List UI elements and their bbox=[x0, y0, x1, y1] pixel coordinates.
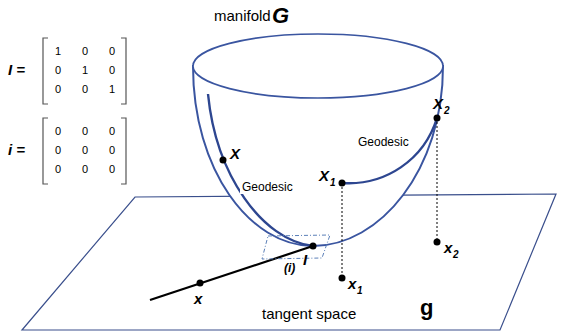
matrix-cell: 1 bbox=[55, 45, 61, 57]
point-subscript: 1 bbox=[330, 177, 336, 188]
matrix-name: I = bbox=[8, 62, 25, 79]
plane-symbol: g bbox=[420, 296, 433, 320]
point-dot bbox=[339, 180, 346, 187]
bowl-rim bbox=[193, 34, 443, 98]
matrix-bracket bbox=[43, 118, 126, 184]
matrix-cell: 1 bbox=[82, 64, 88, 76]
manifold-symbol: G bbox=[272, 4, 289, 28]
point-dot bbox=[220, 157, 227, 164]
point-label: I bbox=[303, 252, 307, 269]
matrix-cell: 0 bbox=[109, 125, 115, 137]
point-dots bbox=[197, 115, 441, 287]
point-subscript: 2 bbox=[453, 249, 459, 260]
geodesic-curve bbox=[342, 118, 437, 183]
tangent-line bbox=[150, 246, 313, 300]
matrix-cell: 0 bbox=[82, 125, 88, 137]
matrix-cell: 0 bbox=[55, 144, 61, 156]
point-dot bbox=[339, 275, 346, 282]
matrix-cell: 0 bbox=[55, 125, 61, 137]
point-label: x bbox=[444, 240, 452, 257]
patch-label: (i) bbox=[284, 262, 295, 275]
matrix-cell: 0 bbox=[109, 144, 115, 156]
projection-line bbox=[342, 183, 343, 278]
plane-label: tangent space bbox=[262, 306, 356, 323]
matrix-cell: 0 bbox=[82, 144, 88, 156]
point-dot bbox=[434, 115, 441, 122]
matrix-name: i = bbox=[8, 142, 25, 159]
manifold-title: manifold bbox=[214, 8, 271, 25]
matrix-cell: 0 bbox=[82, 163, 88, 175]
geodesic-label: Geodesic bbox=[240, 181, 295, 194]
point-label: x bbox=[194, 291, 202, 308]
matrix-cell: 0 bbox=[55, 163, 61, 175]
point-subscript: 2 bbox=[444, 105, 450, 116]
point-dot bbox=[197, 280, 204, 287]
point-label: X bbox=[319, 168, 329, 185]
matrix-cell: 0 bbox=[55, 64, 61, 76]
matrix-cell: 1 bbox=[109, 83, 115, 95]
matrix-cell: 0 bbox=[55, 83, 61, 95]
matrix-cell: 0 bbox=[82, 45, 88, 57]
geodesic-label: Geodesic bbox=[356, 136, 411, 149]
point-dot bbox=[434, 239, 441, 246]
point-label: X bbox=[433, 96, 443, 113]
point-subscript: 1 bbox=[357, 285, 363, 296]
matrix-cell: 0 bbox=[109, 64, 115, 76]
point-label: x bbox=[348, 276, 356, 293]
point-dot bbox=[310, 243, 317, 250]
point-label: X bbox=[230, 146, 240, 163]
matrix-cell: 0 bbox=[109, 163, 115, 175]
matrix-cell: 0 bbox=[109, 45, 115, 57]
projection-line bbox=[437, 118, 438, 242]
matrix-bracket bbox=[43, 38, 126, 104]
matrix-cell: 0 bbox=[82, 83, 88, 95]
geodesic-curve bbox=[208, 94, 313, 246]
tangent-patch bbox=[262, 235, 330, 259]
